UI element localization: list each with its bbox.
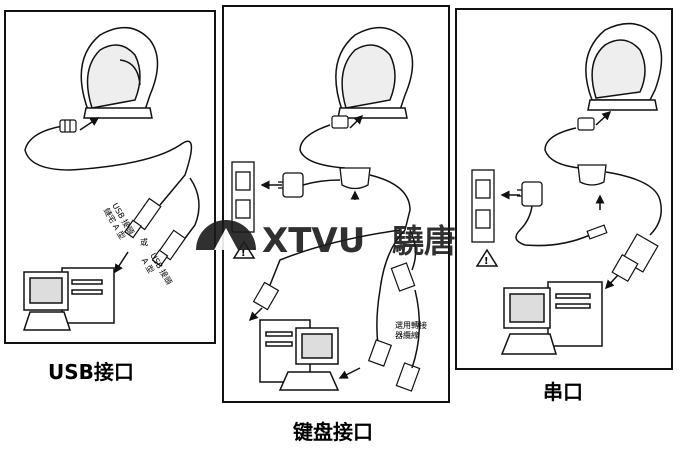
arrow-icon (604, 274, 619, 290)
cable-connector-icon (577, 117, 595, 131)
computer-icon (22, 267, 115, 331)
arrow-icon (349, 114, 364, 129)
db9-connector-icon (611, 233, 659, 282)
y-splitter-icon (339, 167, 371, 190)
usb-cable-2 (179, 177, 200, 246)
outlet-icon (471, 169, 495, 243)
scanner-icon (80, 26, 159, 119)
usb-caption: USB接口 (48, 360, 134, 384)
cable-connector-icon (331, 115, 349, 129)
arrow-icon (79, 117, 100, 131)
keyboard-caption: 键盘接口 (293, 420, 373, 444)
outlet-icon (231, 161, 255, 233)
watermark-logo: XTVU 驍唐 (196, 220, 456, 261)
svg-text:!: ! (241, 248, 246, 259)
warning-icon: ! (475, 248, 499, 267)
or-label: 或 (140, 237, 148, 247)
watermark-cjk: 驍唐 (392, 222, 456, 260)
computer-icon (500, 281, 603, 355)
watermark-latin: XTVU (262, 221, 365, 261)
dc-plug-icon (586, 224, 608, 240)
usb-plug-icon (151, 229, 187, 267)
scanner-icon (585, 22, 663, 111)
arrow-icon (595, 110, 612, 126)
adapter-cable-label: 選用轉接 器纜線 (395, 320, 430, 340)
cable-connector-icon (59, 119, 77, 133)
arrow-icon (248, 307, 263, 322)
computer-icon (259, 319, 340, 391)
usb-cable (24, 124, 193, 206)
y-splitter-icon (577, 164, 607, 186)
power-adapter-icon (517, 181, 543, 207)
svg-text:!: ! (484, 256, 489, 267)
scanner-icon (335, 26, 414, 119)
ps2-plug-icon (252, 262, 421, 392)
kb-cable (299, 124, 346, 169)
serial-caption: 串口 (543, 380, 583, 404)
arrow-icon (338, 367, 361, 379)
usb-plug-icon (124, 197, 162, 239)
arrow-icon (114, 251, 129, 274)
